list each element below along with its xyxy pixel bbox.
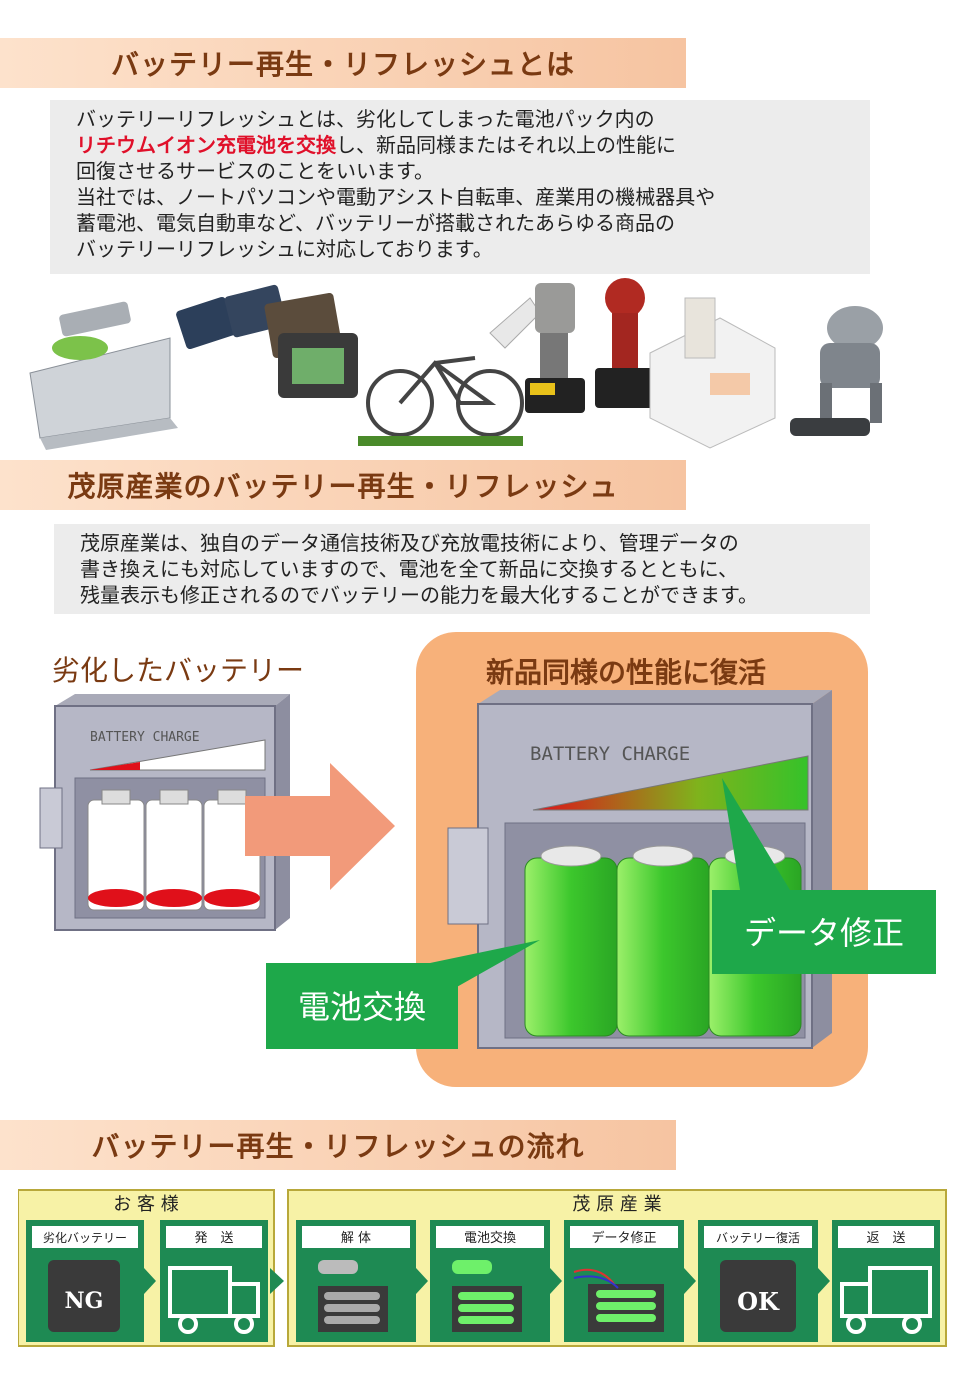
flow-step-data-fix: データ修正 (564, 1220, 684, 1342)
flow-step-restored: バッテリー復活 OK (698, 1220, 818, 1342)
service-line-3: 残量表示も修正されるのでバッテリーの能力を最大化することができます。 (80, 583, 758, 607)
flow-step-cell-replace-label: 電池交換 (464, 1230, 516, 1246)
flow-step-restored-label: バッテリー復活 (716, 1230, 800, 1245)
product-photos (29, 278, 883, 450)
flow-step-return: 返 送 (832, 1220, 940, 1342)
flow-step-ship: 発 送 (160, 1220, 268, 1342)
flow-step-ship-label: 発 送 (194, 1231, 233, 1246)
refresh-flow-diagram: お 客 様 茂 原 産 業 劣化バッテリー NG 発 送 解 体 電池交換 (18, 1189, 947, 1347)
callout-data-pointer (722, 778, 790, 890)
flow-step-cell-replace: 電池交換 (430, 1220, 550, 1342)
after-gauge-text: BATTERY CHARGE (530, 743, 690, 765)
about-line-4: 当社では、ノートパソコンや電動アシスト自転車、産業用の機械器具や (76, 185, 716, 209)
about-textbox: バッテリーリフレッシュとは、劣化してしまった電池パック内の リチウムイオン充電池… (50, 100, 870, 274)
service-line-2: 書き換えにも対応していますので、電池を全て新品に交換するとともに、 (80, 557, 738, 581)
service-line-1: 茂原産業は、独自のデータ通信技術及び充放電技術により、管理データの (80, 531, 739, 555)
before-gauge-text: BATTERY CHARGE (90, 730, 200, 745)
before-label: 劣化したバッテリー (52, 654, 304, 687)
battery-pack-images (176, 284, 358, 398)
laptop-image (29, 301, 178, 450)
ng-mark: NG (65, 1288, 104, 1314)
flow-arrow-6 (818, 1268, 830, 1294)
section-title-service: 茂原産業のバッテリー再生・リフレッシュ (0, 460, 686, 510)
company-group-label: 茂 原 産 業 (572, 1194, 661, 1215)
section-title-service-text: 茂原産業のバッテリー再生・リフレッシュ (67, 470, 619, 503)
refresh-illustration: 劣化したバッテリー BATTERY CHARGE 新品同様の性能に復活 (39, 632, 936, 1087)
section-title-about: バッテリー再生・リフレッシュとは (0, 38, 686, 88)
flow-step-degraded-label: 劣化バッテリー (43, 1231, 127, 1245)
flow-arrow-2 (270, 1268, 284, 1294)
section-title-about-text: バッテリー再生・リフレッシュとは (110, 48, 575, 81)
callout-cells-text: 電池交換 (298, 988, 426, 1026)
flow-arrow-3 (416, 1268, 428, 1294)
flow-arrow-4 (550, 1268, 562, 1294)
robot-dog-image (790, 306, 883, 436)
about-line-3: 回復させるサービスのことをいいます。 (76, 159, 434, 183)
charger-image (649, 297, 776, 449)
callout-data-text: データ修正 (744, 914, 904, 952)
drill-image (489, 283, 585, 413)
section-title-flow: バッテリー再生・リフレッシュの流れ (0, 1120, 676, 1170)
highlight-text: リチウムイオン充電池を交換 (76, 133, 336, 157)
about-line-2: リチウムイオン充電池を交換し、新品同様またはそれ以上の性能に (76, 133, 676, 157)
service-textbox: 茂原産業は、独自のデータ通信技術及び充放電技術により、管理データの 書き換えにも… (54, 524, 870, 614)
flow-step-degraded: 劣化バッテリー NG (26, 1220, 144, 1342)
flow-step-disassemble-label: 解 体 (341, 1231, 371, 1246)
flow-arrow-1 (144, 1268, 156, 1294)
bicycle-image (358, 356, 524, 446)
flashlight-image (595, 278, 655, 408)
about-line-5: 蓄電池、電気自動車など、バッテリーが搭載されたあらゆる商品の (76, 211, 675, 235)
about-line-6: バッテリーリフレッシュに対応しております。 (76, 237, 493, 261)
degraded-battery: BATTERY CHARGE (39, 694, 290, 931)
section-title-flow-text: バッテリー再生・リフレッシュの流れ (91, 1130, 585, 1163)
flow-arrow-5 (684, 1268, 696, 1294)
flow-step-data-fix-label: データ修正 (591, 1230, 656, 1246)
ok-mark: OK (737, 1287, 780, 1316)
callout-data (712, 890, 936, 974)
about-line-1: バッテリーリフレッシュとは、劣化してしまった電池パック内の (76, 107, 655, 131)
after-label: 新品同様の性能に復活 (486, 656, 766, 689)
old-cells (87, 789, 261, 911)
customer-group-label: お 客 様 (113, 1194, 178, 1215)
callout-cells (266, 963, 458, 1049)
transform-arrow (245, 763, 395, 890)
flow-step-disassemble: 解 体 (296, 1220, 416, 1342)
flow-step-return-label: 返 送 (866, 1231, 905, 1246)
